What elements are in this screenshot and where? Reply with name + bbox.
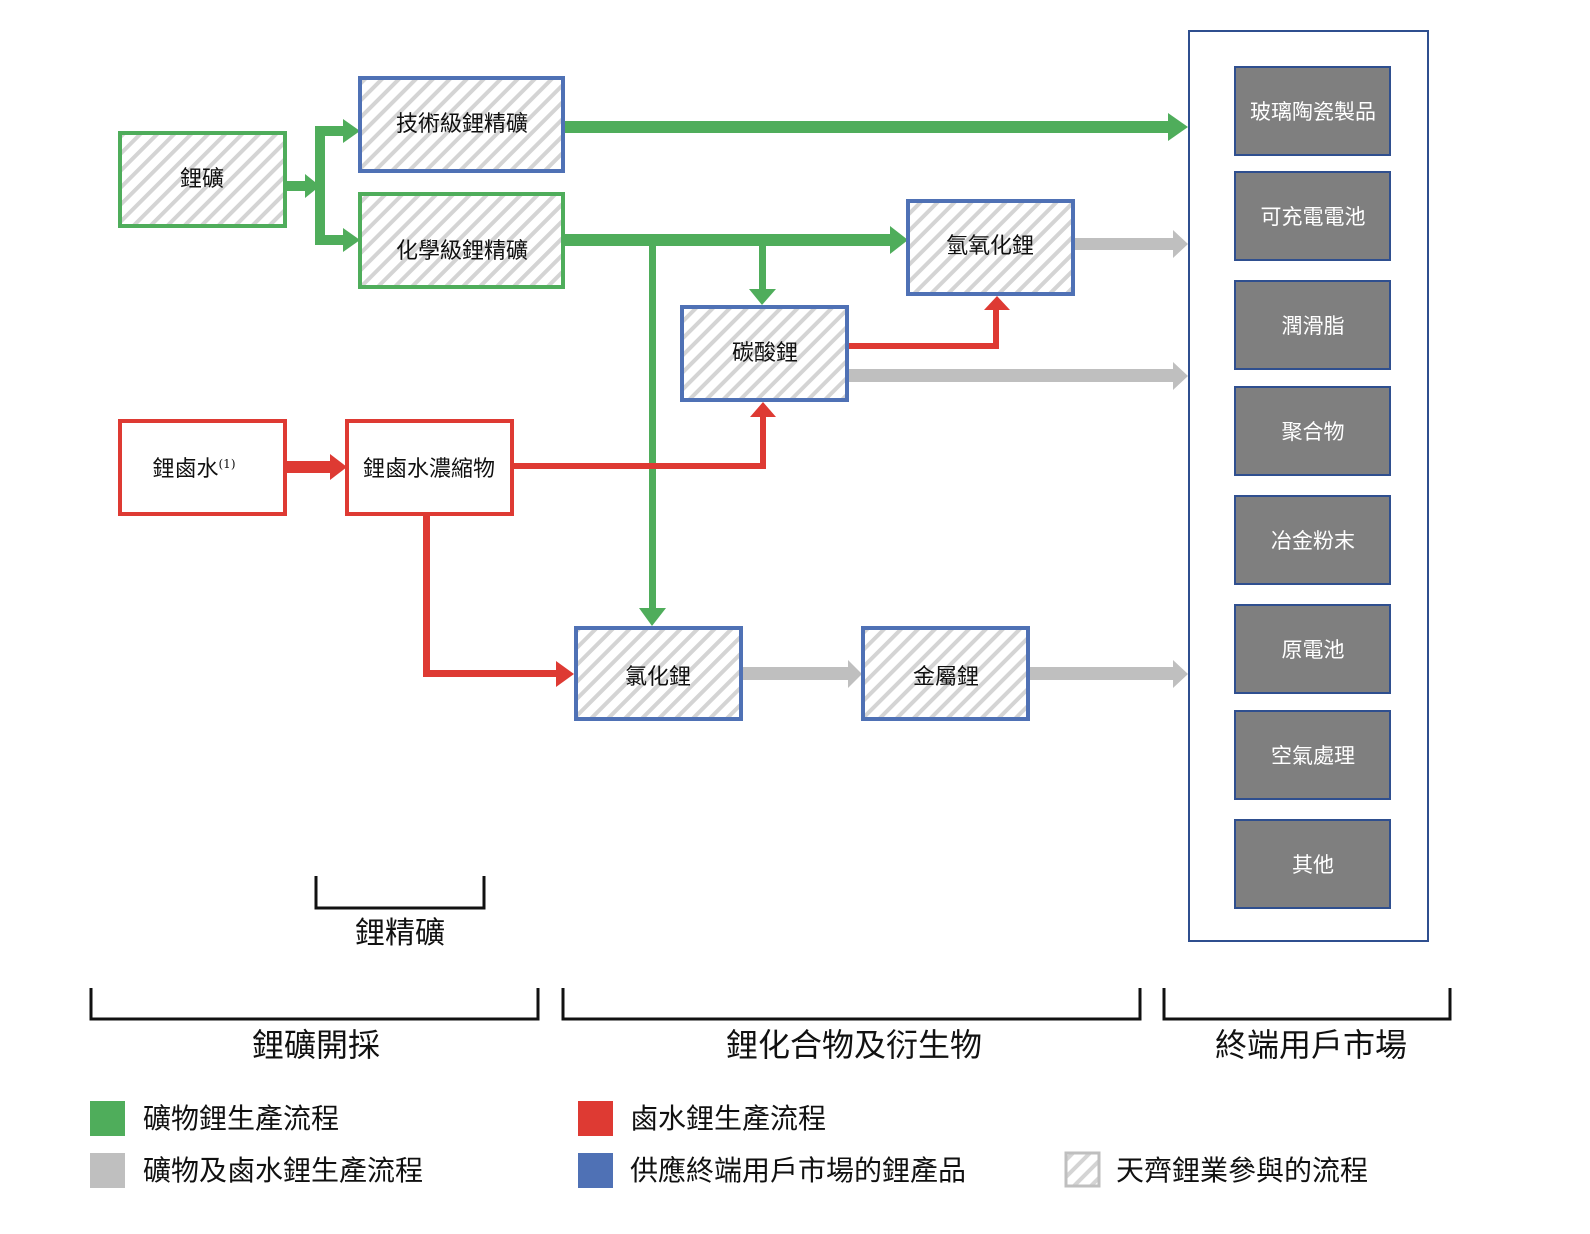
market-box-bg bbox=[1234, 386, 1391, 476]
section-label: 鋰化合物及衍生物 bbox=[726, 1026, 982, 1064]
node-label: 技術級鋰精礦 bbox=[396, 112, 528, 137]
node-label: 鋰鹵水 bbox=[152, 457, 218, 482]
market-box: 空氣處理 bbox=[1234, 710, 1391, 800]
legend-swatch-green bbox=[90, 1101, 125, 1136]
legend-item-shared: 礦物及鹵水鋰生產流程 bbox=[90, 1153, 423, 1188]
market-label: 可充電電池 bbox=[1261, 205, 1366, 229]
arrow-to-chemical bbox=[315, 228, 360, 252]
market-label: 冶金粉末 bbox=[1271, 529, 1355, 553]
market-label: 聚合物 bbox=[1282, 420, 1345, 444]
node-lithium-hydroxide: 氫氧化鋰 bbox=[906, 199, 1075, 296]
arrow-brine-to-concentrate bbox=[287, 454, 347, 480]
legend-label: 供應終端用戶市場的鋰產品 bbox=[630, 1154, 966, 1187]
arrow-technical-to-market bbox=[565, 113, 1188, 141]
node-label: 鋰礦 bbox=[180, 167, 224, 192]
node-label: 氫氧化鋰 bbox=[946, 234, 1034, 259]
market-label: 原電池 bbox=[1282, 638, 1345, 662]
legend-swatch-gray bbox=[90, 1153, 125, 1188]
market-box: 其他 bbox=[1234, 819, 1391, 909]
market-box: 聚合物 bbox=[1234, 386, 1391, 476]
flow-arrows bbox=[287, 113, 1188, 688]
section-label: 鋰礦開採 bbox=[252, 1026, 380, 1064]
bracket-concentrate: 鋰精礦 bbox=[314, 876, 486, 951]
node-label: 鋰鹵水濃縮物 bbox=[363, 457, 495, 482]
market-box-bg bbox=[1234, 710, 1391, 800]
legend-item-mineral: 礦物鋰生產流程 bbox=[90, 1101, 339, 1136]
node-brine-concentrate: 鋰鹵水濃縮物 bbox=[345, 419, 514, 516]
node-label: 碳酸鋰 bbox=[732, 341, 798, 366]
market-label: 空氣處理 bbox=[1271, 744, 1355, 768]
bracket-label: 鋰精礦 bbox=[355, 916, 445, 951]
node-brine: 鋰鹵水(1) bbox=[118, 419, 287, 516]
market-box: 玻璃陶瓷製品 bbox=[1234, 66, 1391, 156]
market-box: 原電池 bbox=[1234, 604, 1391, 694]
market-box-bg bbox=[1234, 280, 1391, 370]
legend-label: 礦物鋰生產流程 bbox=[143, 1102, 339, 1135]
node-label: 氯化鋰 bbox=[625, 665, 691, 690]
market-label: 玻璃陶瓷製品 bbox=[1250, 100, 1376, 124]
legend-swatch-hatch bbox=[1064, 1151, 1101, 1188]
arrow-brine-concentrate-to-carbonate bbox=[513, 402, 776, 469]
node-chemical-concentrate: 化學級鋰精礦 bbox=[358, 192, 565, 289]
market-box: 冶金粉末 bbox=[1234, 495, 1391, 585]
arrow-chemical-to-chloride bbox=[639, 246, 666, 626]
arrow-hydroxide-to-market bbox=[1075, 230, 1188, 258]
arrow-metal-to-market bbox=[1030, 660, 1188, 688]
legend-swatch-red bbox=[578, 1101, 613, 1136]
market-label: 潤滑脂 bbox=[1282, 314, 1345, 338]
node-lithium-metal: 金屬鋰 bbox=[861, 626, 1030, 721]
arrow-chemical-to-carbonate bbox=[749, 246, 776, 305]
arrow-to-technical bbox=[315, 119, 360, 143]
market-box: 可充電電池 bbox=[1234, 171, 1391, 261]
arrow-chemical-to-hydroxide bbox=[565, 226, 908, 254]
market-box-bg bbox=[1234, 819, 1391, 909]
bracket-mining: 鋰礦開採 bbox=[89, 988, 540, 1064]
legend-label: 天齊鋰業參與的流程 bbox=[1116, 1154, 1368, 1187]
section-label: 終端用戶市場 bbox=[1215, 1026, 1407, 1064]
node-spodumene: 鋰礦 bbox=[118, 131, 287, 228]
legend-swatch-blue bbox=[578, 1153, 613, 1188]
market-label: 其他 bbox=[1292, 853, 1334, 877]
arrow-spodumene-to-split bbox=[287, 174, 320, 198]
market-box-bg bbox=[1234, 66, 1391, 156]
arrow-brine-concentrate-to-chloride bbox=[423, 515, 574, 687]
legend-item-product: 供應終端用戶市場的鋰產品 bbox=[578, 1153, 966, 1188]
legend-label: 鹵水鋰生產流程 bbox=[630, 1102, 826, 1135]
node-lithium-carbonate: 碳酸鋰 bbox=[680, 305, 849, 402]
footnote-marker: (1) bbox=[219, 457, 236, 471]
split-connector bbox=[315, 126, 325, 245]
legend: 礦物鋰生產流程 鹵水鋰生產流程 礦物及鹵水鋰生產流程 供應終端用戶市場的鋰產品 … bbox=[90, 1101, 1368, 1188]
arrow-chloride-to-metal bbox=[742, 660, 862, 688]
bracket-end-market: 終端用戶市場 bbox=[1162, 988, 1452, 1064]
market-box: 潤滑脂 bbox=[1234, 280, 1391, 370]
node-label: 金屬鋰 bbox=[913, 665, 979, 690]
market-box-bg bbox=[1234, 495, 1391, 585]
legend-item-tianqi: 天齊鋰業參與的流程 bbox=[1064, 1151, 1368, 1188]
node-technical-concentrate: 技術級鋰精礦 bbox=[358, 76, 565, 173]
market-box-bg bbox=[1234, 171, 1391, 261]
node-label: 化學級鋰精礦 bbox=[396, 239, 528, 264]
legend-label: 礦物及鹵水鋰生產流程 bbox=[143, 1154, 423, 1187]
node-lithium-chloride: 氯化鋰 bbox=[574, 626, 743, 721]
arrow-carbonate-to-market bbox=[849, 362, 1188, 390]
arrow-carbonate-to-hydroxide bbox=[849, 296, 1010, 349]
legend-item-brine: 鹵水鋰生產流程 bbox=[578, 1101, 826, 1136]
market-box-bg bbox=[1234, 604, 1391, 694]
bracket-compounds: 鋰化合物及衍生物 bbox=[561, 988, 1142, 1064]
svg-text:鋰鹵水(1): 鋰鹵水(1) bbox=[152, 457, 235, 482]
